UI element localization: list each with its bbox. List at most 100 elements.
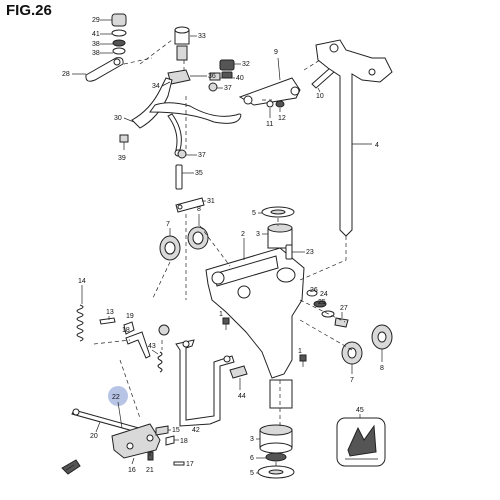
part-8-bushing-b[interactable] [371, 324, 393, 350]
part-10-stud[interactable] [311, 67, 335, 89]
part-33-bushing[interactable] [174, 26, 190, 61]
part-18-spring-b[interactable] [165, 435, 175, 446]
callout-21[interactable]: 21 [146, 467, 154, 474]
part-32-bolt[interactable] [219, 59, 235, 79]
part-1-screw-b[interactable] [299, 354, 307, 367]
part-38-washer-a[interactable] [112, 39, 126, 47]
part-6-washer[interactable] [265, 452, 287, 462]
callout-8a[interactable]: 8 [197, 206, 201, 213]
part-5-washer-a[interactable] [261, 206, 295, 218]
part-11-nut[interactable] [266, 100, 274, 108]
part-7-bushing-b[interactable] [341, 341, 363, 365]
part-5-washer-b[interactable] [257, 465, 295, 479]
part-29-cap[interactable] [111, 13, 127, 27]
callout-19[interactable]: 19 [126, 313, 134, 320]
callout-6[interactable]: 6 [250, 455, 254, 462]
part-21-screw[interactable] [147, 451, 154, 461]
callout-18b[interactable]: 18 [180, 438, 188, 445]
part-3-bushing-a[interactable] [267, 223, 293, 249]
callout-5b[interactable]: 5 [250, 470, 254, 477]
part-45-decal[interactable] [336, 417, 386, 467]
callout-8b[interactable]: 8 [380, 365, 384, 372]
callout-32[interactable]: 32 [242, 61, 250, 68]
part-28-lever[interactable] [85, 57, 124, 82]
part-22-highlight[interactable] [108, 386, 128, 406]
part-31-plate[interactable] [175, 197, 205, 213]
callout-3b[interactable]: 3 [250, 436, 254, 443]
part-13-pin[interactable] [99, 317, 116, 325]
callout-44[interactable]: 44 [238, 393, 246, 400]
part-27-bolt[interactable] [334, 317, 349, 328]
callout-29[interactable]: 29 [92, 17, 100, 24]
part-9-bracket[interactable] [238, 77, 301, 106]
part-16-lever[interactable] [111, 423, 161, 459]
callout-1b[interactable]: 1 [298, 348, 302, 355]
callout-37a[interactable]: 37 [224, 85, 232, 92]
callout-7b[interactable]: 7 [350, 377, 354, 384]
callout-35[interactable]: 35 [195, 170, 203, 177]
part-17-pin[interactable] [173, 461, 185, 466]
callout-20[interactable]: 20 [90, 433, 98, 440]
callout-10[interactable]: 10 [316, 93, 324, 100]
callout-3a[interactable]: 3 [256, 231, 260, 238]
part-19-clip[interactable] [123, 321, 135, 335]
callout-7a[interactable]: 7 [166, 221, 170, 228]
part-18-spring-a[interactable] [125, 331, 151, 359]
part-38-washer-b[interactable] [112, 47, 126, 55]
callout-1a[interactable]: 1 [219, 311, 223, 318]
callout-4[interactable]: 4 [375, 142, 379, 149]
callout-38a[interactable]: 38 [92, 41, 100, 48]
part-2-swivel-bracket[interactable] [205, 247, 305, 409]
callout-40[interactable]: 40 [236, 75, 244, 82]
callout-9[interactable]: 9 [274, 49, 278, 56]
callout-12[interactable]: 12 [278, 115, 286, 122]
part-41-washer[interactable] [111, 29, 127, 37]
callout-5a[interactable]: 5 [252, 210, 256, 217]
callout-38b[interactable]: 38 [92, 50, 100, 57]
part-1-screw-a[interactable] [222, 317, 230, 330]
callout-31[interactable]: 31 [207, 198, 215, 205]
part-40-bolt[interactable] [209, 72, 221, 81]
callout-23[interactable]: 23 [306, 249, 314, 256]
callout-33[interactable]: 33 [198, 33, 206, 40]
callout-15[interactable]: 15 [172, 427, 180, 434]
callout-28[interactable]: 28 [62, 71, 70, 78]
part-12-washer[interactable] [275, 100, 285, 108]
callout-30[interactable]: 30 [114, 115, 122, 122]
callout-25[interactable]: 25 [318, 299, 326, 306]
part-44-knob[interactable] [229, 365, 248, 390]
part-7-bushing-a[interactable] [187, 226, 209, 250]
callout-39[interactable]: 39 [118, 155, 126, 162]
part-35-shaft[interactable] [175, 164, 183, 190]
part-joint[interactable] [158, 324, 170, 336]
callout-34[interactable]: 34 [152, 83, 160, 90]
callout-2[interactable]: 2 [241, 231, 245, 238]
part-37-clip-b[interactable] [177, 149, 187, 159]
callout-22[interactable]: 22 [112, 394, 120, 401]
part-4-steering-shaft[interactable] [315, 39, 393, 237]
callout-27[interactable]: 27 [340, 305, 348, 312]
callout-14[interactable]: 14 [78, 278, 86, 285]
part-8-bushing-a[interactable] [159, 235, 181, 261]
part-37-clip-a[interactable] [208, 82, 218, 92]
callout-24[interactable]: 24 [320, 291, 328, 298]
part-43-spring[interactable] [157, 351, 163, 373]
part-3-bushing-b[interactable] [259, 424, 293, 454]
callout-11[interactable]: 11 [266, 121, 273, 128]
callout-41[interactable]: 41 [92, 31, 100, 38]
part-42-tilt-lever[interactable] [175, 339, 235, 427]
callout-13[interactable]: 13 [106, 309, 114, 316]
part-39-bolt[interactable] [119, 134, 129, 150]
part-25-spring[interactable] [313, 300, 327, 308]
callout-43[interactable]: 43 [148, 343, 156, 350]
callout-37b[interactable]: 37 [198, 152, 206, 159]
callout-45[interactable]: 45 [356, 407, 364, 414]
part-15-bolt[interactable] [155, 425, 169, 436]
callout-17[interactable]: 17 [186, 461, 194, 468]
part-14-spring[interactable] [76, 285, 84, 342]
part-26-washer[interactable] [306, 289, 318, 297]
part-23-pin[interactable] [285, 244, 293, 260]
callout-42[interactable]: 42 [192, 427, 200, 434]
callout-16[interactable]: 16 [128, 467, 136, 474]
callout-26[interactable]: 26 [310, 287, 318, 294]
